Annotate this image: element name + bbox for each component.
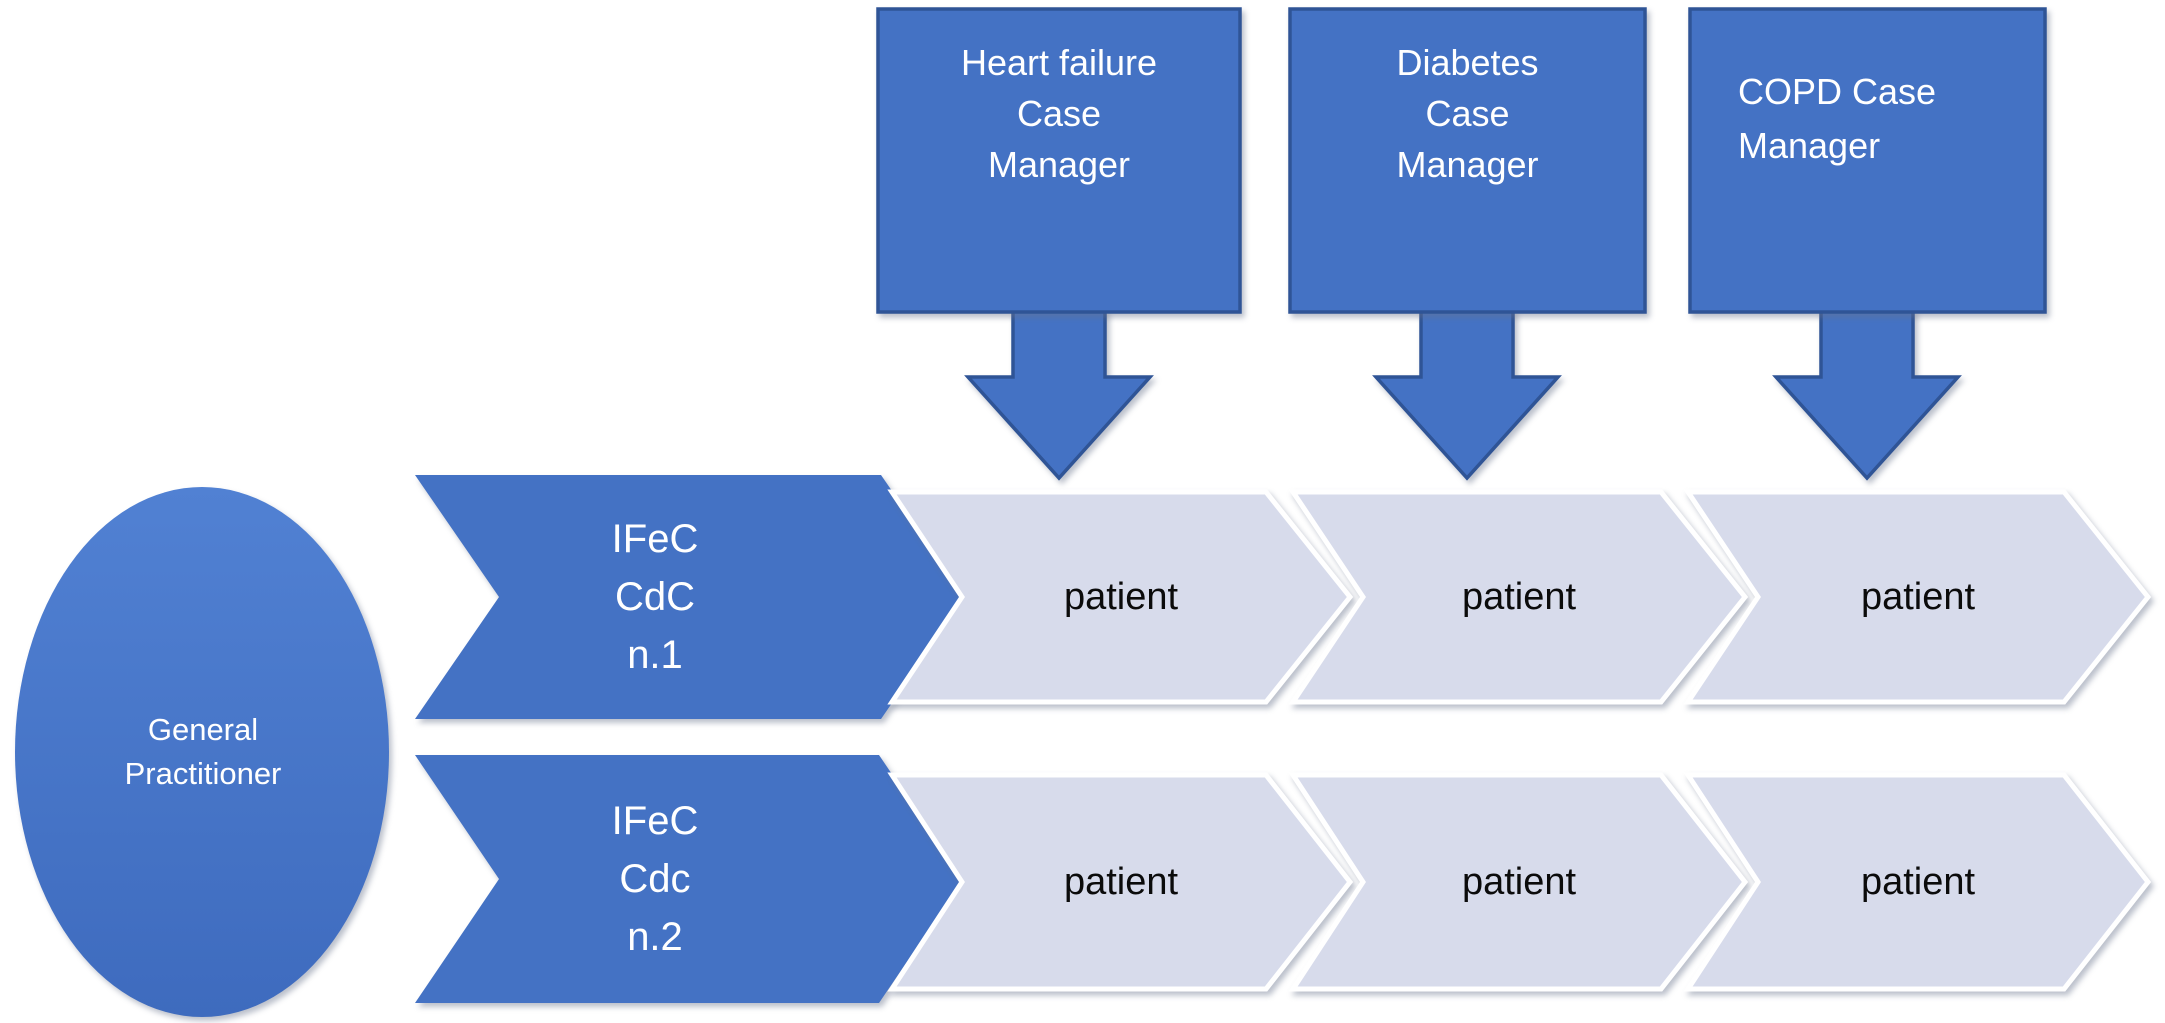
label-line: IFeC [611, 517, 699, 561]
gp-label-line2: Practitioner [124, 756, 282, 791]
label-line: n.2 [627, 915, 683, 959]
label-line: n.1 [627, 633, 683, 677]
general-practitioner-label: General Practitioner [16, 487, 390, 1017]
case-manager-callout-heart-failure [876, 7, 1242, 481]
patient-label-row1-col1: patient [1063, 575, 1179, 618]
case-manager-box-copd [1688, 7, 2047, 314]
label-line: Cdc [619, 857, 691, 901]
patient-label-row1-col2: patient [1461, 575, 1577, 618]
case-manager-box-heart-failure [876, 7, 1242, 314]
patient-label-row2-col1: patient [1063, 860, 1179, 903]
label-line: Manager [1738, 125, 1881, 166]
case-manager-callout-diabetes [1288, 7, 1647, 481]
label-line: Case [1016, 93, 1102, 134]
patient-chevron-row1-col2 [1288, 489, 1749, 705]
case-manager-label-heart-failure: Heart failure Case Manager [878, 9, 1240, 190]
pathway-chevron-n2 [415, 755, 963, 1003]
label-line: COPD Case [1738, 71, 1937, 112]
label-line: Case [1425, 93, 1510, 134]
patient-label-row1-col3: patient [1860, 575, 1976, 618]
patient-chevron-row2-col2 [1288, 772, 1749, 992]
label-line: Heart failure [960, 42, 1158, 83]
label-line: IFeC [611, 799, 699, 843]
case-manager-callout-copd [1688, 7, 2047, 481]
patient-label-row2-col3: patient [1860, 860, 1976, 903]
label-line: Diabetes [1396, 42, 1539, 83]
label-line: CdC [614, 575, 696, 619]
patient-chevron-row1-col3 [1683, 489, 2152, 705]
patient-chevron-row1-col1 [887, 489, 1354, 705]
case-manager-box-diabetes [1288, 7, 1647, 314]
general-practitioner-ellipse [15, 487, 389, 1017]
label-line: Manager [987, 144, 1131, 185]
down-arrow-heart-failure [964, 309, 1154, 481]
patient-chevron-row2-col3 [1683, 772, 2152, 992]
label-line: Manager [1396, 144, 1539, 185]
patient-label-row2-col2: patient [1461, 860, 1577, 903]
down-arrow-copd [1772, 309, 1962, 481]
pathway-chevron-n1 [415, 475, 965, 719]
case-manager-label-copd: COPD Case Manager [1690, 9, 2045, 173]
case-manager-label-diabetes: Diabetes Case Manager [1290, 9, 1645, 190]
gp-label-line1: General [147, 712, 259, 747]
down-arrow-diabetes [1372, 309, 1562, 481]
pathway-label-n2: IFeC Cdc n.2 [415, 755, 895, 1003]
pathway-label-n1: IFeC CdC n.1 [415, 475, 895, 719]
patient-chevron-row2-col1 [887, 772, 1354, 992]
